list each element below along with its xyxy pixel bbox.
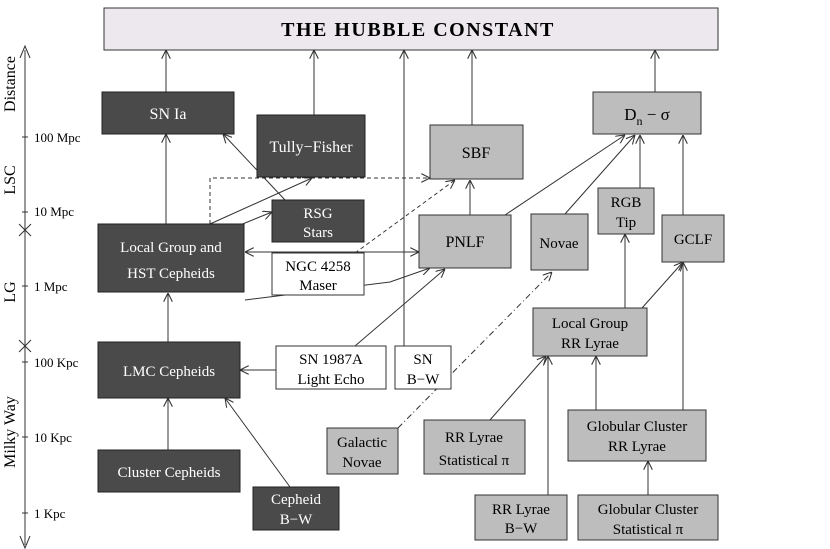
distance-axis	[18, 44, 32, 549]
svg-text:Tully−Fisher: Tully−Fisher	[269, 139, 353, 156]
svg-text:Statistical π: Statistical π	[439, 453, 510, 469]
node-globular-cluster-statistical-pi: Globular Cluster Statistical π	[577, 494, 719, 541]
arrow	[225, 398, 291, 488]
svg-text:Statistical π: Statistical π	[613, 522, 684, 538]
svg-text:SBF: SBF	[462, 145, 491, 162]
svg-text:RR Lyrae: RR Lyrae	[608, 439, 666, 455]
svg-text:RR Lyrae: RR Lyrae	[492, 502, 550, 518]
svg-text:Local Group: Local Group	[552, 316, 628, 332]
connectors	[166, 50, 683, 495]
svg-text:Novae: Novae	[539, 236, 578, 252]
distance-label: Distance	[2, 56, 19, 112]
node-tully-fisher: Tully−Fisher	[256, 114, 366, 178]
svg-text:RR Lyrae: RR Lyrae	[445, 430, 503, 446]
arrow	[397, 272, 552, 429]
arrow	[489, 356, 546, 421]
svg-text:B−W: B−W	[505, 521, 538, 537]
tick-label: 10 Kpc	[34, 430, 72, 445]
svg-text:Globular Cluster: Globular Cluster	[598, 502, 698, 518]
svg-text:B−W: B−W	[280, 512, 313, 528]
svg-text:Maser: Maser	[299, 278, 337, 294]
svg-text:Cluster Cepheids: Cluster Cepheids	[118, 465, 221, 481]
svg-text:Light Echo: Light Echo	[297, 372, 364, 388]
svg-text:SN Ia: SN Ia	[150, 106, 187, 123]
arrow	[504, 135, 625, 216]
svg-text:Globular Cluster: Globular Cluster	[587, 419, 687, 435]
arrow	[223, 134, 286, 201]
svg-text:LMC Cepheids: LMC Cepheids	[123, 364, 215, 380]
svg-text:Tip: Tip	[616, 215, 636, 231]
node-local-group-rr-lyrae: Local Group RR Lyrae	[532, 307, 648, 357]
svg-text:RSG: RSG	[303, 206, 332, 222]
node-dn-sigma: Dn − σ	[592, 91, 702, 135]
node-local-group-hst-cepheids: Local Group and HST Cepheids	[97, 223, 245, 293]
svg-text:Novae: Novae	[342, 455, 381, 471]
node-sn1987a-light-echo: SN 1987A Light Echo	[275, 345, 387, 390]
node-sn-ia: SN Ia	[101, 91, 235, 135]
arrow	[564, 135, 635, 215]
svg-text:HST Cepheids: HST Cepheids	[127, 266, 215, 282]
node-cluster-cepheids: Cluster Cepheids	[97, 449, 241, 493]
svg-text:Stars: Stars	[303, 225, 333, 241]
title-box: THE HUBBLE CONSTANT	[103, 7, 719, 51]
node-pnlf: PNLF	[418, 214, 512, 269]
title: THE HUBBLE CONSTANT	[281, 19, 555, 41]
tick-label: 100 Kpc	[34, 355, 79, 370]
arrow	[209, 178, 312, 225]
node-globular-cluster-rr-lyrae: Globular Cluster RR Lyrae	[567, 409, 707, 462]
node-rr-lyrae-statistical-pi: RR Lyrae Statistical π	[423, 419, 526, 475]
arrow	[354, 269, 445, 347]
node-cepheid-bw: Cepheid B−W	[252, 486, 340, 531]
arrow	[239, 212, 272, 226]
svg-text:RR Lyrae: RR Lyrae	[561, 336, 619, 352]
svg-text:RGB: RGB	[611, 195, 642, 211]
node-sn-bw: SN B−W	[394, 345, 452, 390]
svg-text:Cepheid: Cepheid	[271, 492, 321, 508]
tick-label: 1 Kpc	[34, 506, 66, 521]
svg-text:PNLF: PNLF	[445, 234, 484, 251]
arrow	[209, 178, 430, 224]
node-gclf: GCLF	[661, 214, 725, 263]
node-rsg-stars: RSG Stars	[271, 199, 365, 243]
svg-text:SN 1987A: SN 1987A	[299, 352, 363, 368]
svg-text:NGC 4258: NGC 4258	[285, 259, 350, 275]
svg-text:Galactic: Galactic	[337, 435, 387, 451]
node-rgb-tip: RGB Tip	[597, 187, 655, 235]
node-ngc4258-maser: NGC 4258 Maser	[271, 252, 365, 296]
node-sbf: SBF	[429, 124, 524, 180]
svg-text:Local Group and: Local Group and	[120, 240, 222, 256]
tick-label: 100 Mpc	[34, 130, 81, 145]
region-label-lg: LG	[2, 281, 19, 303]
node-galactic-novae: Galactic Novae	[326, 427, 399, 475]
region-label-lsc: LSC	[2, 165, 19, 194]
arrow	[641, 262, 683, 309]
svg-text:Dn − σ: Dn − σ	[624, 105, 670, 128]
node-rr-lyrae-bw: RR Lyrae B−W	[474, 494, 568, 541]
svg-text:GCLF: GCLF	[674, 232, 712, 248]
tick-label: 1 Mpc	[34, 279, 68, 294]
node-novae: Novae	[530, 213, 589, 271]
svg-text:SN: SN	[413, 352, 432, 368]
svg-text:B−W: B−W	[407, 372, 440, 388]
node-lmc-cepheids: LMC Cepheids	[97, 341, 241, 399]
tick-label: 10 Mpc	[34, 204, 74, 219]
region-label-milky-way: Milky Way	[2, 396, 19, 468]
